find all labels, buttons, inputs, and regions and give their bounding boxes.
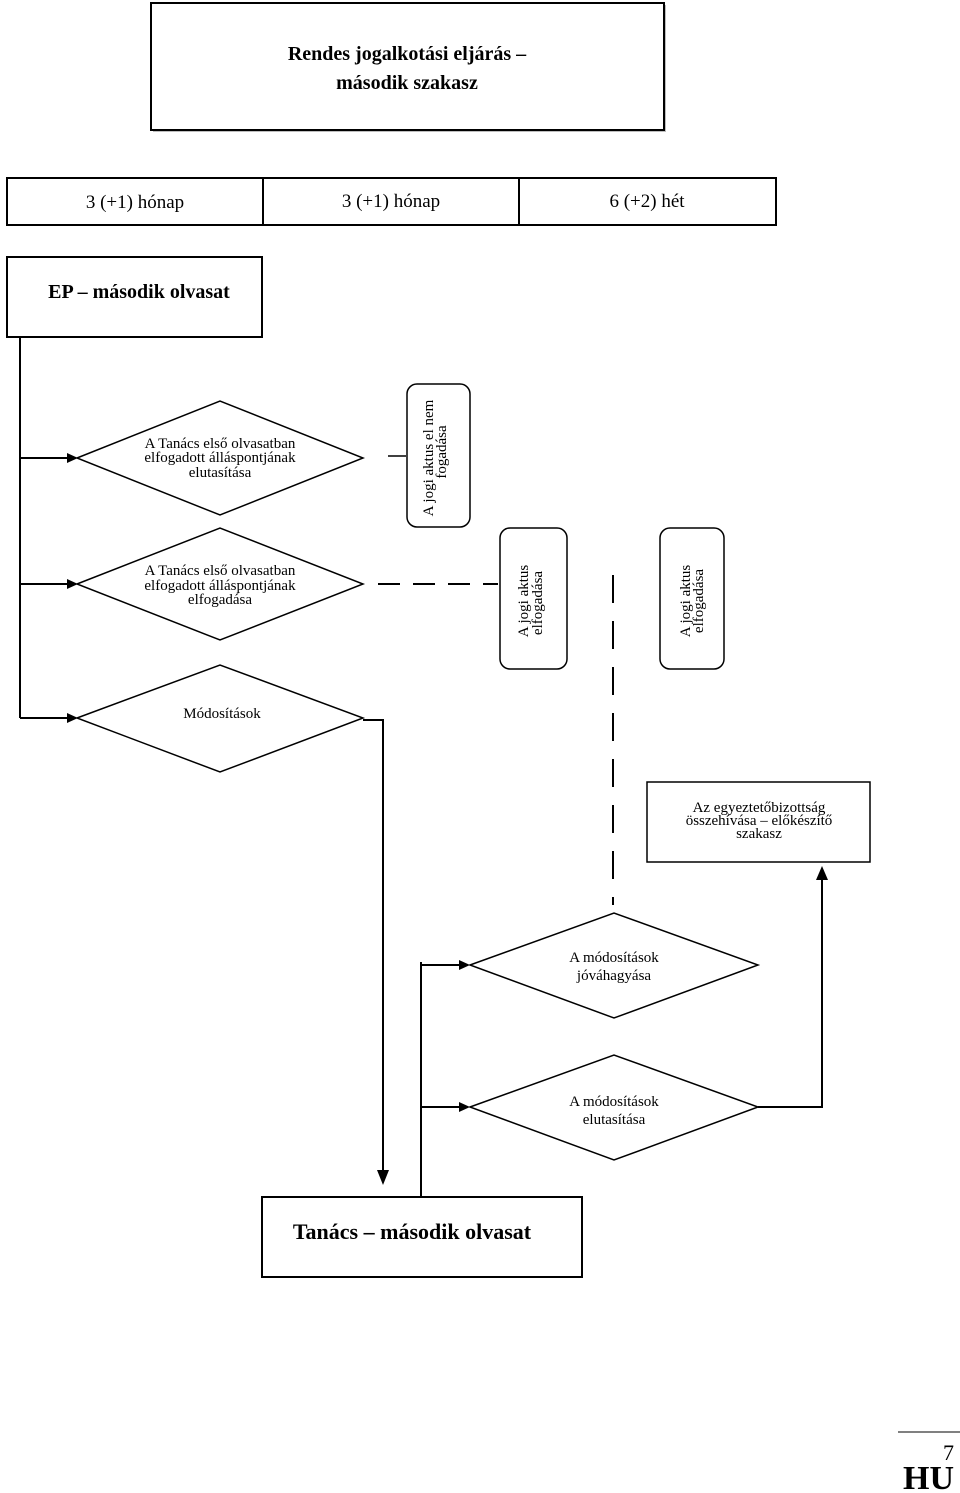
conciliation-text-line: összehívása – előkészítő: [686, 813, 833, 829]
arrow-head-right: [67, 713, 78, 723]
decision-text-line: elfogadása: [188, 592, 252, 608]
timeline-label-1: 3 (+1) hónap: [86, 192, 184, 213]
decision-diamond: [74, 527, 366, 641]
page-number: 7: [943, 1440, 954, 1465]
conciliation-text-line: Az egyeztetőbizottság: [693, 800, 826, 816]
outcome-text-line: fogadása: [434, 425, 450, 479]
arrow-head-right: [459, 960, 470, 970]
outcome-text-line: A jogi aktus: [516, 565, 532, 638]
ep-stage-box: EP – második olvasat: [6, 256, 263, 338]
outcome-adopted-1: A jogi aktus elfogadása: [499, 527, 568, 670]
conciliation-box: Az egyeztetőbizottság összehívása – elők…: [646, 781, 871, 863]
arrow-head-down: [377, 1170, 389, 1185]
arrow-head-right: [67, 453, 78, 463]
conciliation-border: [646, 781, 871, 863]
arrow-head-right: [459, 1102, 470, 1112]
timeline-cell-1: [6, 177, 264, 226]
decision-text-line: jóváhagyása: [576, 968, 651, 984]
connector-amendments-to-council: [363, 719, 384, 1170]
decision-reject-amendments: A módosítások elutasítása: [467, 1054, 761, 1161]
decision-text-line: Módosítások: [183, 706, 261, 722]
outcome-box: [406, 383, 471, 528]
title-line-1: Rendes jogalkotási eljárás –: [288, 43, 527, 65]
decision-reject-position: A Tanács első olvasatban elfogadott állá…: [74, 400, 366, 516]
decision-text-line: elfogadott álláspontjának: [144, 450, 296, 466]
title-line-2: második szakasz: [336, 72, 478, 94]
ep-stage-label: EP – második olvasat: [48, 281, 230, 303]
outcome-text-line: elfogadása: [691, 569, 707, 633]
left-trunk-connector: [19, 337, 78, 723]
timeline-label-3: 6 (+2) hét: [609, 191, 685, 212]
decision-diamond: [467, 912, 761, 1019]
decision-amendments: Módosítások: [74, 664, 366, 773]
timeline-cell-2: [262, 177, 520, 226]
outcome-box: [499, 527, 568, 670]
outcome-box: [659, 527, 725, 670]
outcome-adopted-2: A jogi aktus elfogadása: [659, 527, 725, 670]
decision-text-line: elutasítása: [583, 1112, 646, 1128]
arrow-head-up: [816, 866, 828, 880]
outcome-text-line: A jogi aktus el nem: [421, 399, 437, 516]
timeline-cell-3: [518, 177, 777, 226]
arrow-head-right: [67, 579, 78, 589]
decision-text-line: elfogadott álláspontjának: [144, 578, 296, 594]
timeline-label-2: 3 (+1) hónap: [342, 191, 440, 212]
outcome-text-line: A jogi aktus: [678, 565, 694, 638]
timeline-row: 3 (+1) hónap 3 (+1) hónap 6 (+2) hét: [6, 177, 777, 226]
council-stage-label: Tanács – második olvasat: [293, 1219, 532, 1244]
decision-text-line: A Tanács első olvasatban: [145, 436, 296, 452]
decision-text-line: A módosítások: [569, 1094, 659, 1110]
language-code: HU: [903, 1460, 954, 1493]
decision-diamond: [74, 400, 366, 516]
conciliation-text-line: szakasz: [736, 826, 782, 842]
title-box-border: [150, 2, 665, 131]
decision-text-line: elutasítása: [189, 465, 252, 481]
outcome-text-line: elfogadása: [530, 571, 546, 635]
decision-approve-position: A Tanács első olvasatban elfogadott állá…: [74, 527, 366, 641]
ep-stage-border: [6, 256, 263, 338]
decision-text-line: A Tanács első olvasatban: [145, 563, 296, 579]
outcome-not-adopted: A jogi aktus el nem fogadása: [406, 383, 471, 528]
decision-approve-amendments: A módosítások jóváhagyása: [467, 912, 761, 1019]
page-footer: 7 HU: [898, 1431, 960, 1493]
council-stage-box: Tanács – második olvasat: [261, 1196, 583, 1278]
connector-to-conciliation: [758, 880, 823, 1108]
title-box: Rendes jogalkotási eljárás – második sza…: [150, 2, 666, 132]
council-branch-connector: [420, 960, 470, 1197]
council-stage-border: [261, 1196, 583, 1278]
decision-diamond: [74, 664, 366, 773]
decision-diamond: [467, 1054, 761, 1161]
decision-text-line: A módosítások: [569, 950, 659, 966]
